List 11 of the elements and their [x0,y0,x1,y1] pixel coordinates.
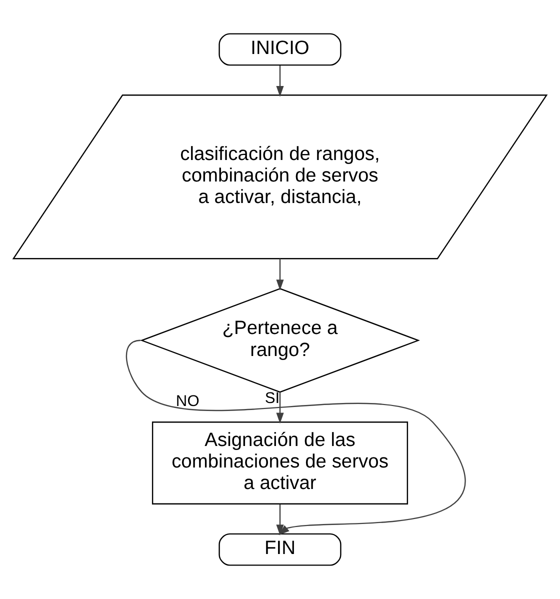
node-box: Asignación de las combinaciones de servos a activar [152,422,408,504]
node-box: FIN [218,533,342,566]
arrow [276,258,284,290]
arrow [276,504,284,536]
edge-label: SI [264,390,280,407]
arrow [276,65,284,97]
edge-label: NO [176,392,200,410]
node-diamond: ¿Pertenece a rango? [140,288,420,393]
arrow [276,392,284,424]
arrow [126,340,465,536]
node-box: INICIO [218,33,342,66]
